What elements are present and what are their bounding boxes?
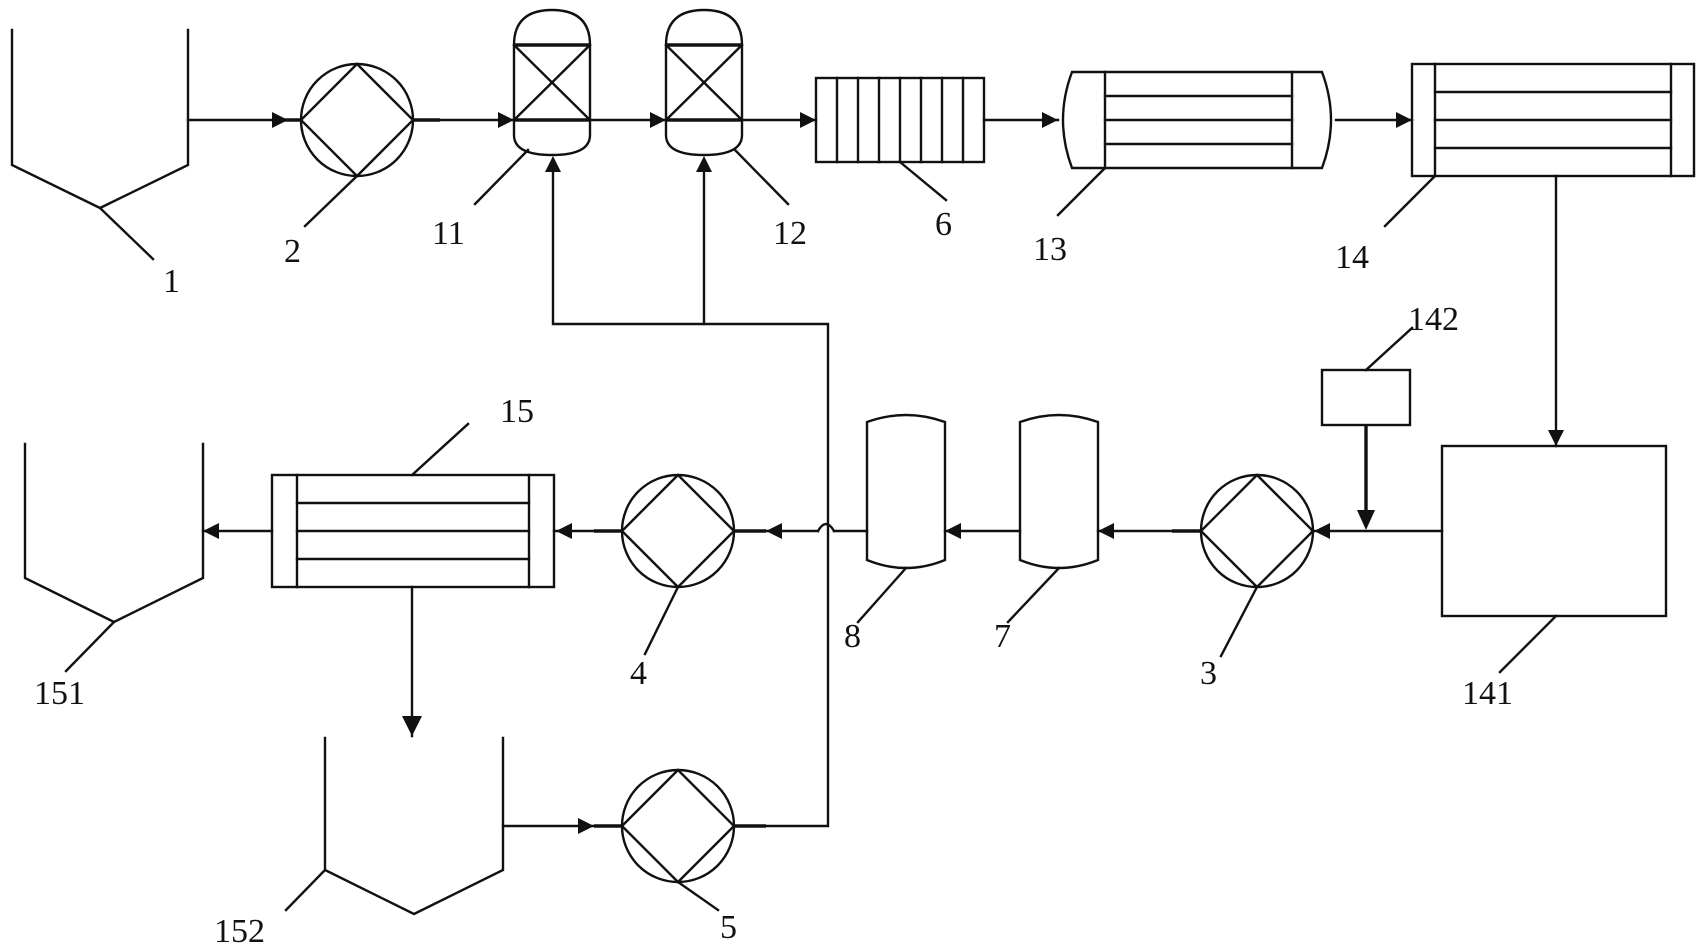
- tank-152: [284, 736, 505, 916]
- flow-line-exchanger14-box141: [1548, 174, 1564, 448]
- vessel-8: [856, 413, 947, 624]
- flow-line-vessel7-vessel8: [943, 523, 1022, 539]
- label-15: 15: [500, 393, 534, 430]
- label-142: 142: [1408, 301, 1459, 338]
- flow-line-tank152-pump5: [501, 818, 596, 834]
- label-12: 12: [773, 215, 807, 252]
- dosing-box-142: [1320, 326, 1414, 530]
- label-151: 151: [34, 675, 85, 712]
- flow-line-vessel13-exchanger14: [1334, 112, 1414, 128]
- plate-unit-6: [814, 76, 986, 202]
- tank-1: [10, 28, 190, 261]
- vessel-13: [1056, 70, 1333, 217]
- label-141: 141: [1462, 675, 1513, 712]
- box-141: [1440, 444, 1668, 674]
- flow-line-box141-pump3: [1310, 523, 1444, 539]
- label-1: 1: [163, 263, 180, 300]
- flow-line-exchanger15-tank151: [201, 523, 274, 539]
- label-3: 3: [1200, 655, 1217, 692]
- label-6: 6: [935, 206, 952, 243]
- flow-line-column12-unit6: [740, 112, 818, 128]
- pump-4: [594, 473, 766, 656]
- label-2: 2: [284, 233, 301, 270]
- label-14: 14: [1335, 239, 1369, 276]
- tank-151: [23, 442, 205, 673]
- column-11: [473, 8, 592, 206]
- labels: 1 2 11 12 6 13 14 142 15 8 7 3 4 141 151…: [34, 206, 1513, 944]
- label-13: 13: [1033, 231, 1067, 268]
- pump-3: [1172, 473, 1315, 658]
- label-5: 5: [720, 909, 737, 944]
- flow-line-vessel8-pump4: [764, 522, 869, 539]
- label-8: 8: [844, 618, 861, 655]
- label-11: 11: [432, 215, 465, 252]
- column-12: [664, 8, 790, 206]
- flow-line-pump2-column11: [438, 112, 514, 128]
- flow-line-unit6-vessel13: [982, 112, 1060, 128]
- label-7: 7: [994, 618, 1011, 655]
- return-line-pump5-columns: [545, 156, 830, 828]
- label-152: 152: [214, 913, 265, 944]
- label-4: 4: [630, 655, 647, 692]
- flow-line-pump4-exchanger15: [552, 523, 596, 539]
- vessel-7: [1006, 413, 1100, 624]
- exchanger-15: [270, 422, 556, 589]
- flow-line-column11-column12: [588, 112, 668, 128]
- flow-line-exchanger15-tank152: [402, 585, 422, 738]
- pump-2: [272, 62, 440, 228]
- exchanger-14: [1383, 62, 1696, 228]
- flow-line-pump3-vessel7: [1096, 523, 1174, 539]
- pump-5: [594, 768, 766, 912]
